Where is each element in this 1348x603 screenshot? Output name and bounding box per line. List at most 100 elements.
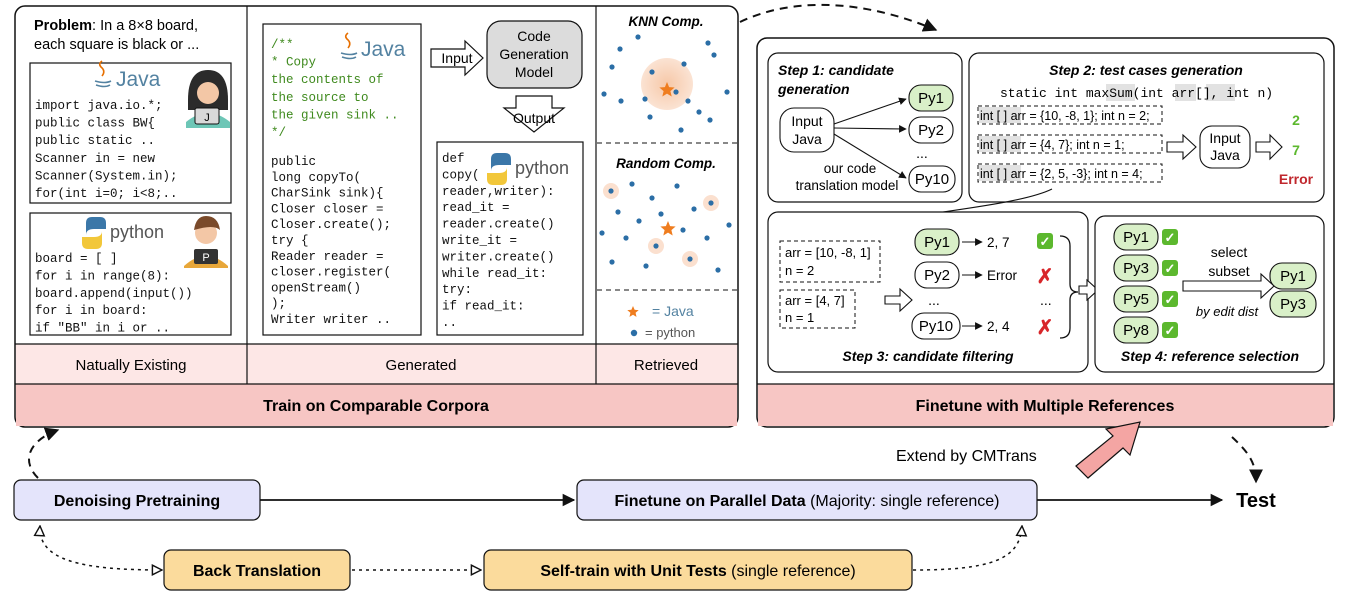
code-line: Scanner in = new	[35, 152, 156, 166]
test-label: Test	[1236, 490, 1276, 512]
self-train: Self-train with Unit Tests (single refer…	[540, 563, 855, 580]
code-line: board.append(input())	[35, 287, 193, 301]
extend-arrow	[1075, 421, 1141, 479]
java-logo-icon	[94, 60, 112, 88]
filter-py1-label: Py1	[924, 234, 950, 251]
kept-candidate	[1113, 254, 1159, 282]
back-translation-box	[163, 549, 351, 591]
to-java-arrow	[1166, 133, 1197, 161]
right-footer: Finetune with Multiple References	[916, 398, 1175, 415]
data-point	[704, 235, 710, 241]
data-point	[635, 34, 641, 40]
legend-star-shape	[627, 306, 639, 317]
code-line: the given sink ..	[271, 108, 399, 122]
input-java-label-2: Java	[792, 131, 822, 147]
test-case-box	[977, 105, 1163, 125]
code-line: Scanner(System.in);	[35, 169, 178, 183]
legend-java: = Java	[652, 303, 694, 319]
to-candidates-arrow	[884, 287, 913, 313]
output-arrow	[502, 95, 566, 133]
input-label: Input	[441, 50, 472, 66]
code-line: reader.create()	[442, 218, 555, 232]
test-case-1-line-2: n = 2	[785, 263, 814, 278]
model-label-3: Model	[515, 64, 553, 80]
kept-candidate-label: Py8	[1123, 322, 1149, 339]
code-line: if read_it:	[442, 300, 525, 314]
data-point	[687, 256, 693, 262]
problem-text-2: each square is black or ...	[34, 37, 199, 53]
check-icon	[1162, 229, 1178, 245]
data-point	[609, 64, 615, 70]
result-ellipsis: ...	[1040, 292, 1052, 308]
code-line: Closer closer =	[271, 202, 384, 216]
code-line: copy(	[442, 168, 480, 182]
data-point	[681, 61, 687, 67]
check-icon	[1162, 260, 1178, 276]
check-icon	[1037, 233, 1053, 249]
code-line: reader,writer):	[442, 185, 555, 199]
code-line: import java.io.*;	[35, 99, 163, 113]
output-2: 7	[1292, 142, 1300, 158]
result-2: Error	[987, 268, 1018, 283]
data-point	[658, 211, 664, 217]
avatar-python-letter: P	[202, 252, 209, 264]
legend-star-icon	[627, 306, 639, 317]
selected-py1	[1269, 262, 1317, 290]
avatar-java-icon: J	[186, 70, 230, 128]
filter-py10	[911, 312, 961, 340]
cross-icon: ✗	[1037, 317, 1054, 339]
check-mark: ✓	[1165, 230, 1176, 245]
input-java-step2-label-2: Java	[1210, 147, 1240, 163]
java-label: Java	[361, 38, 406, 61]
random-title: Random Comp.	[616, 156, 716, 171]
filter-py2	[914, 261, 960, 289]
method-signature: static int maxSum(int arr[], int n)	[1000, 86, 1273, 101]
column-label-retrieved: Retrieved	[634, 357, 698, 374]
step3-box: arr = [10, -8, 1] n = 2 arr = [4, 7] n =…	[767, 211, 1099, 373]
data-point	[599, 230, 605, 236]
extend-label: Extend by CMTrans	[896, 448, 1037, 465]
model-note-2: translation model	[796, 178, 899, 193]
data-point	[708, 200, 714, 206]
candidate-py1-label: Py1	[918, 90, 944, 107]
kept-candidate	[1113, 285, 1159, 313]
dashed-arrow-test	[1231, 436, 1263, 484]
check-mark: ✓	[1040, 234, 1051, 249]
input-java	[779, 107, 835, 153]
dashed-arrow-up	[27, 427, 60, 479]
dotted-arrow-finetune	[912, 526, 1022, 571]
kept-candidate-label: Py1	[1123, 229, 1149, 246]
selected-py1-label: Py1	[1280, 268, 1306, 285]
output-label: Output	[513, 110, 555, 126]
code-line: * Copy	[271, 56, 317, 70]
test-case: int [ ] arr = {10, -8, 1}; int n = 2;	[980, 109, 1150, 123]
knn-title: KNN Comp.	[629, 14, 704, 29]
python-label: python	[515, 158, 569, 178]
code-line: Closer.create();	[271, 218, 391, 232]
java-code: import java.io.*;public class BW{ public…	[35, 99, 178, 201]
data-point	[711, 52, 717, 58]
kept-candidate-label: Py3	[1123, 260, 1149, 277]
result-4: 2, 4	[987, 319, 1010, 334]
data-point	[678, 127, 684, 133]
self-train-box	[483, 549, 913, 591]
select-label-2: subset	[1208, 263, 1249, 279]
data-point	[705, 40, 711, 46]
candidate-py10-label: Py10	[915, 171, 949, 188]
code-line: the source to	[271, 91, 369, 105]
legend-python: = python	[645, 325, 695, 340]
candidate-py2	[908, 116, 954, 144]
code-line: openStream()	[271, 281, 361, 295]
code-line: the contents of	[271, 73, 384, 87]
test-case: int [ ] arr = {4, 7}; int n = 1;	[980, 138, 1125, 152]
check-mark: ✓	[1165, 323, 1176, 338]
java-label: Java	[116, 68, 161, 91]
code-line: public static ..	[35, 134, 155, 148]
input-java-label-1: Input	[791, 113, 822, 129]
candidate-py2-label: Py2	[918, 122, 944, 139]
code-line: board = [ ]	[35, 252, 118, 266]
candidate-py10	[908, 165, 956, 193]
